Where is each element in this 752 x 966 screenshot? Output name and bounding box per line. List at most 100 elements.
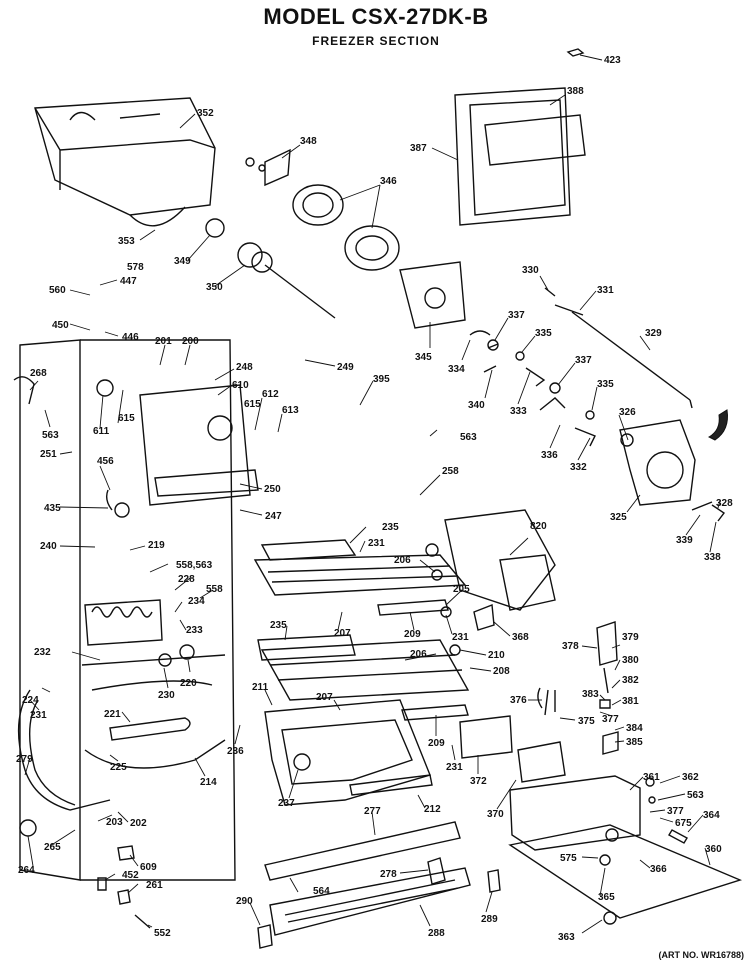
callout-610: 610 — [232, 380, 249, 391]
leader-lines — [24, 54, 721, 934]
callout-329: 329 — [645, 328, 662, 339]
callout-231-c: 231 — [30, 710, 47, 721]
callout-340: 340 — [468, 400, 485, 411]
callout-337-b: 337 — [575, 355, 592, 366]
callout-361: 361 — [643, 772, 660, 783]
callout-247: 247 — [265, 511, 282, 522]
art-number: (ART NO. WR16788) — [658, 950, 744, 960]
callout-261: 261 — [146, 880, 163, 891]
callout-248: 248 — [236, 362, 253, 373]
callout-258: 258 — [442, 466, 459, 477]
callout-446: 446 — [122, 332, 139, 343]
callout-230: 230 — [158, 690, 175, 701]
callout-364: 364 — [703, 810, 720, 821]
callout-232: 232 — [34, 647, 51, 658]
callout-221: 221 — [104, 709, 121, 720]
callout-326: 326 — [619, 407, 636, 418]
liner-left-drawing — [13, 339, 259, 881]
callout-334: 334 — [448, 364, 465, 375]
callout-563-b: 563 — [460, 432, 477, 443]
callout-352: 352 — [197, 108, 214, 119]
dispenser-door-drawing — [454, 48, 586, 226]
callout-385: 385 — [626, 737, 643, 748]
callout-615-b: 615 — [244, 399, 261, 410]
callout-277: 277 — [364, 806, 381, 817]
callout-376: 376 — [510, 695, 527, 706]
callout-381: 381 — [622, 696, 639, 707]
callout-203: 203 — [106, 817, 123, 828]
callout-383: 383 — [582, 689, 599, 700]
callout-362: 362 — [682, 772, 699, 783]
callout-250: 250 — [264, 484, 281, 495]
callout-206-a: 206 — [394, 555, 411, 566]
callout-338: 338 — [704, 552, 721, 563]
callout-330: 330 — [522, 265, 539, 276]
callout-372: 372 — [470, 776, 487, 787]
callout-348: 348 — [300, 136, 317, 147]
callout-211: 211 — [252, 682, 269, 693]
callout-206-b: 206 — [410, 649, 427, 660]
callout-552: 552 — [154, 928, 171, 939]
callout-447: 447 — [120, 276, 137, 287]
callout-337-a: 337 — [508, 310, 525, 321]
callout-456: 456 — [97, 456, 114, 467]
callout-611: 611 — [93, 426, 110, 437]
callout-349: 349 — [174, 256, 191, 267]
callout-564: 564 — [313, 886, 330, 897]
callout-675: 675 — [675, 818, 692, 829]
callout-214: 214 — [200, 777, 217, 788]
callout-366: 366 — [650, 864, 667, 875]
callout-379: 379 — [622, 632, 639, 643]
callout-346: 346 — [380, 176, 397, 187]
callout-563-c: 563 — [687, 790, 704, 801]
callout-231-a: 231 — [368, 538, 385, 549]
mounting-plate-drawing — [399, 261, 525, 373]
callout-237: 237 — [278, 798, 295, 809]
callout-279: 279 — [16, 754, 33, 765]
callout-219: 219 — [148, 540, 165, 551]
page-title: MODEL CSX-27DK-B — [263, 4, 489, 29]
callout-575: 575 — [560, 853, 577, 864]
callout-207-a: 207 — [334, 628, 351, 639]
callout-450: 450 — [52, 320, 69, 331]
callout-335-a: 335 — [535, 328, 552, 339]
callout-387: 387 — [410, 143, 427, 154]
callout-210: 210 — [488, 650, 505, 661]
callout-278: 278 — [380, 869, 397, 880]
callout-609: 609 — [140, 862, 157, 873]
page-subtitle: FREEZER SECTION — [312, 34, 440, 48]
callout-288: 288 — [428, 928, 445, 939]
callout-202: 202 — [130, 818, 147, 829]
callout-209-a: 209 — [404, 629, 421, 640]
callout-345: 345 — [415, 352, 432, 363]
callout-350: 350 — [206, 282, 223, 293]
callout-325: 325 — [610, 512, 627, 523]
callout-290: 290 — [236, 896, 253, 907]
callout-224: 224 — [22, 695, 39, 706]
callout-332: 332 — [570, 462, 587, 473]
callout-234: 234 — [188, 596, 205, 607]
callout-249: 249 — [337, 362, 354, 373]
callout-236: 236 — [227, 746, 244, 757]
grille-and-rail-drawing — [257, 821, 501, 949]
callout-235-a: 235 — [382, 522, 399, 533]
callout-452: 452 — [122, 870, 139, 881]
evaporator-drawing — [17, 599, 226, 811]
callout-395: 395 — [373, 374, 390, 385]
callout-377: 377 — [602, 714, 619, 725]
callout-368: 368 — [512, 632, 529, 643]
callout-264: 264 — [18, 865, 35, 876]
defrost-control-drawing — [459, 621, 619, 783]
callout-423: 423 — [604, 55, 621, 66]
callout-251: 251 — [40, 449, 57, 460]
compressor-cover-drawing — [508, 775, 743, 925]
auger-assembly-drawing — [205, 148, 336, 319]
callout-388: 388 — [567, 86, 584, 97]
callout-612: 612 — [262, 389, 279, 400]
callout-201: 201 — [155, 336, 172, 347]
callout-205: 205 — [453, 584, 470, 595]
callout-220: 220 — [180, 678, 197, 689]
shelves-drawing — [253, 539, 470, 721]
callout-labels: 423 352 348 388 387 346 353 349 350 578 … — [16, 55, 733, 943]
